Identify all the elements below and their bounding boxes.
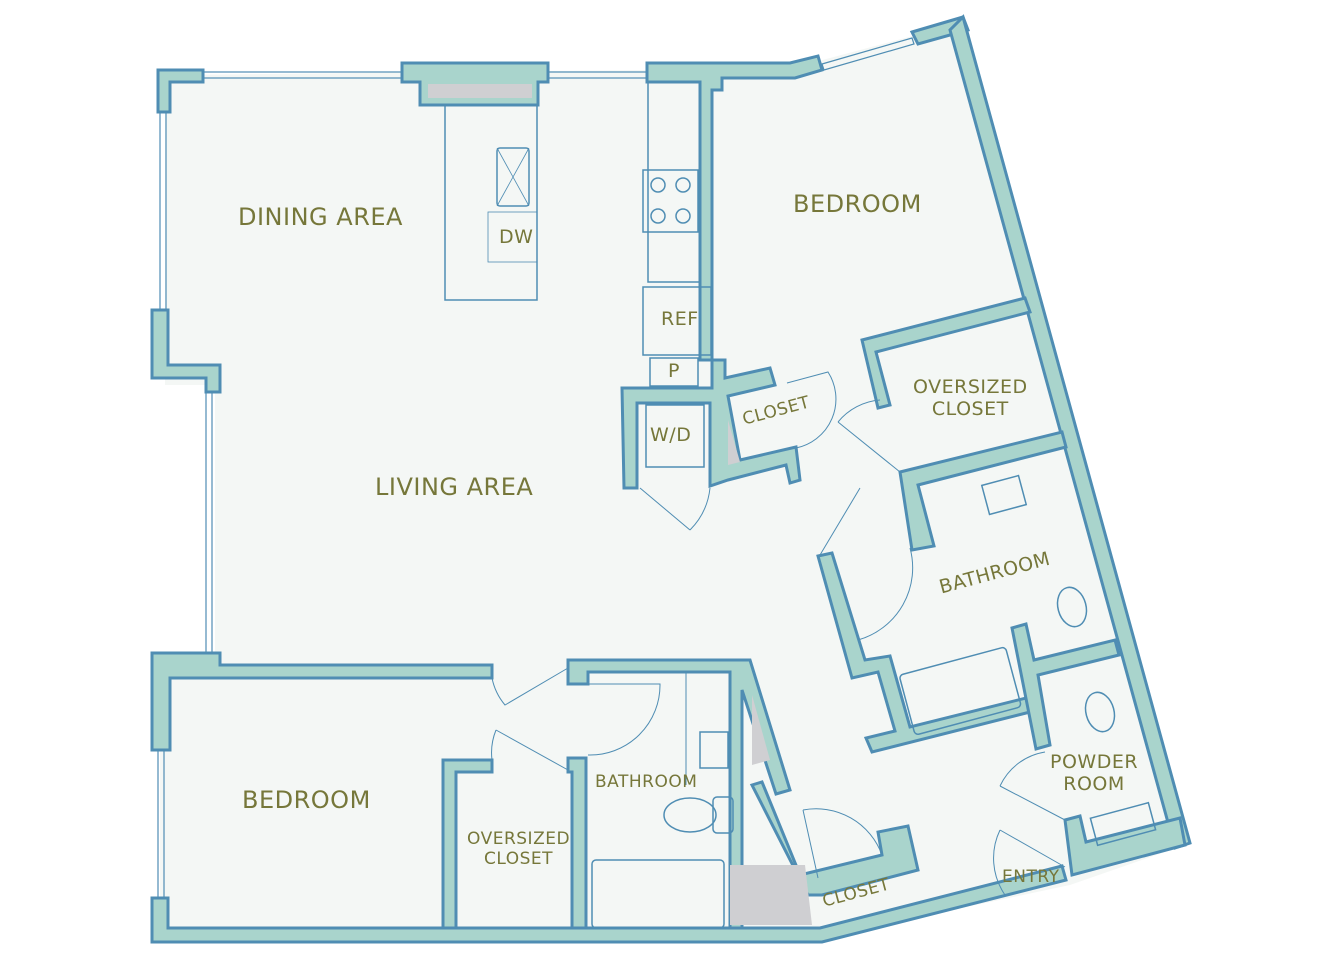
refrigerator: [642, 286, 712, 356]
label-oversized-closet-bottom: OVERSIZED CLOSET: [467, 829, 571, 869]
label-powder-room-line2: ROOM: [1063, 772, 1125, 795]
door-swing-bath-right: [819, 487, 914, 641]
label-bedroom-top: BEDROOM: [793, 190, 922, 218]
wall-closet-bottom: [749, 780, 920, 897]
tub-bottom: [591, 859, 725, 929]
toilet-tank-bottom: [712, 796, 734, 834]
door-swing-wd: [639, 487, 711, 531]
label-powder-room: POWDER ROOM: [1050, 751, 1139, 796]
window-left-mid: [205, 391, 213, 654]
label-oversized-closet-top: OVERSIZED CLOSET: [913, 376, 1028, 421]
wall-closet-bath: [898, 430, 1068, 552]
label-oversized-closet-top-line1: OVERSIZED: [913, 376, 1028, 398]
pantry: [649, 357, 699, 387]
window-left-lower: [157, 749, 165, 899]
label-dining-area: DINING AREA: [238, 203, 403, 231]
floor-area: [160, 22, 1185, 938]
door-swing-entry: [993, 829, 1066, 896]
hood-shaft: [428, 84, 532, 98]
label-bedroom-bottom: BEDROOM: [242, 786, 371, 814]
label-bathroom-bottom: BATHROOM: [595, 772, 698, 792]
door-swing-bedroom-bottom: [491, 667, 569, 706]
door-swing-closet-mid: [786, 371, 837, 449]
wall-bedroom-divider: [860, 296, 1032, 410]
kitchen-sink: [496, 147, 530, 207]
label-washer-dryer: W/D: [650, 424, 692, 446]
closet-shaft: [728, 420, 740, 465]
shaft-top: [752, 695, 770, 765]
label-refrigerator: REF: [661, 308, 699, 330]
wall-tub-divider: [1010, 622, 1121, 751]
toilet-right-1: [1056, 586, 1088, 628]
tub-right: [899, 646, 1022, 735]
wall-laundry: [620, 358, 802, 490]
window-left-upper: [159, 111, 167, 311]
shaft-bottom: [730, 865, 812, 925]
door-swing-closet: [802, 808, 883, 879]
sink-right: [980, 474, 1028, 516]
door-swing-bedroom: [837, 399, 901, 473]
window-top-right: [821, 37, 915, 71]
label-oversized-closet-bottom-line2: CLOSET: [484, 848, 554, 869]
toilet-bottom: [663, 797, 717, 833]
label-oversized-closet-bottom-line1: OVERSIZED: [467, 829, 571, 849]
label-living-area: LIVING AREA: [375, 473, 534, 501]
label-powder-room-line1: POWDER: [1050, 751, 1139, 773]
sink-bottom: [699, 731, 729, 769]
label-dishwasher: DW: [499, 226, 534, 248]
washer-dryer: [645, 404, 705, 468]
window-top-mid: [547, 71, 648, 79]
cooktop: [642, 169, 699, 233]
door-swing-closet-bottom: [491, 729, 569, 771]
wall-bottom-exterior: [150, 864, 1068, 944]
kitchen-counter: [647, 81, 701, 283]
toilet-right-2: [1084, 691, 1116, 733]
kitchen-island: [444, 104, 538, 301]
wall-top-left-corner: [156, 68, 205, 114]
label-pantry: P: [668, 360, 680, 382]
dishwasher: [487, 211, 538, 263]
door-swing-bath-bottom: [587, 683, 661, 756]
sink-powder: [1089, 801, 1157, 847]
wall-bath-left-bottom: [566, 756, 588, 937]
label-entry: ENTRY: [1002, 867, 1060, 887]
window-top-left: [202, 71, 403, 79]
wall-powder-bottom: [1063, 814, 1187, 877]
label-oversized-closet-top-line2: CLOSET: [931, 397, 1009, 420]
door-swing-powder: [999, 751, 1066, 821]
wall-left-notch: [150, 308, 222, 394]
